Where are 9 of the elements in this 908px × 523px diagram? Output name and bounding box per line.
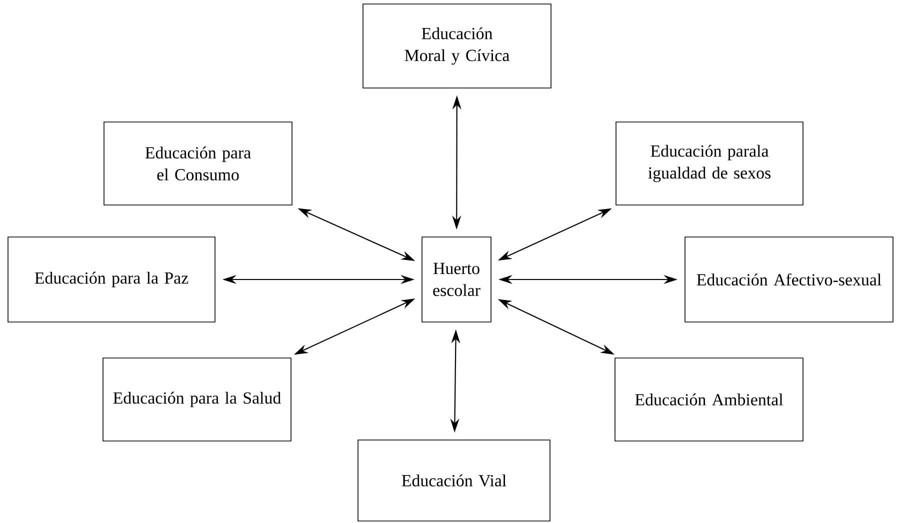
text-box: Educación Afectivo-sexual: [684, 236, 894, 322]
text-box: Educación Moral y Cívica: [362, 4, 552, 88]
text-box: Educación para la Salud: [102, 358, 292, 442]
text-box: Educación para el Consumo: [104, 122, 292, 206]
text-box: Educación parala igualdad de sexos: [616, 122, 804, 206]
text-box: Educación Vial: [358, 440, 550, 522]
text-box: Educación para la Paz: [8, 236, 216, 322]
text-box: Educación Ambiental: [614, 358, 804, 442]
text-box: Huerto escolar: [422, 236, 492, 322]
